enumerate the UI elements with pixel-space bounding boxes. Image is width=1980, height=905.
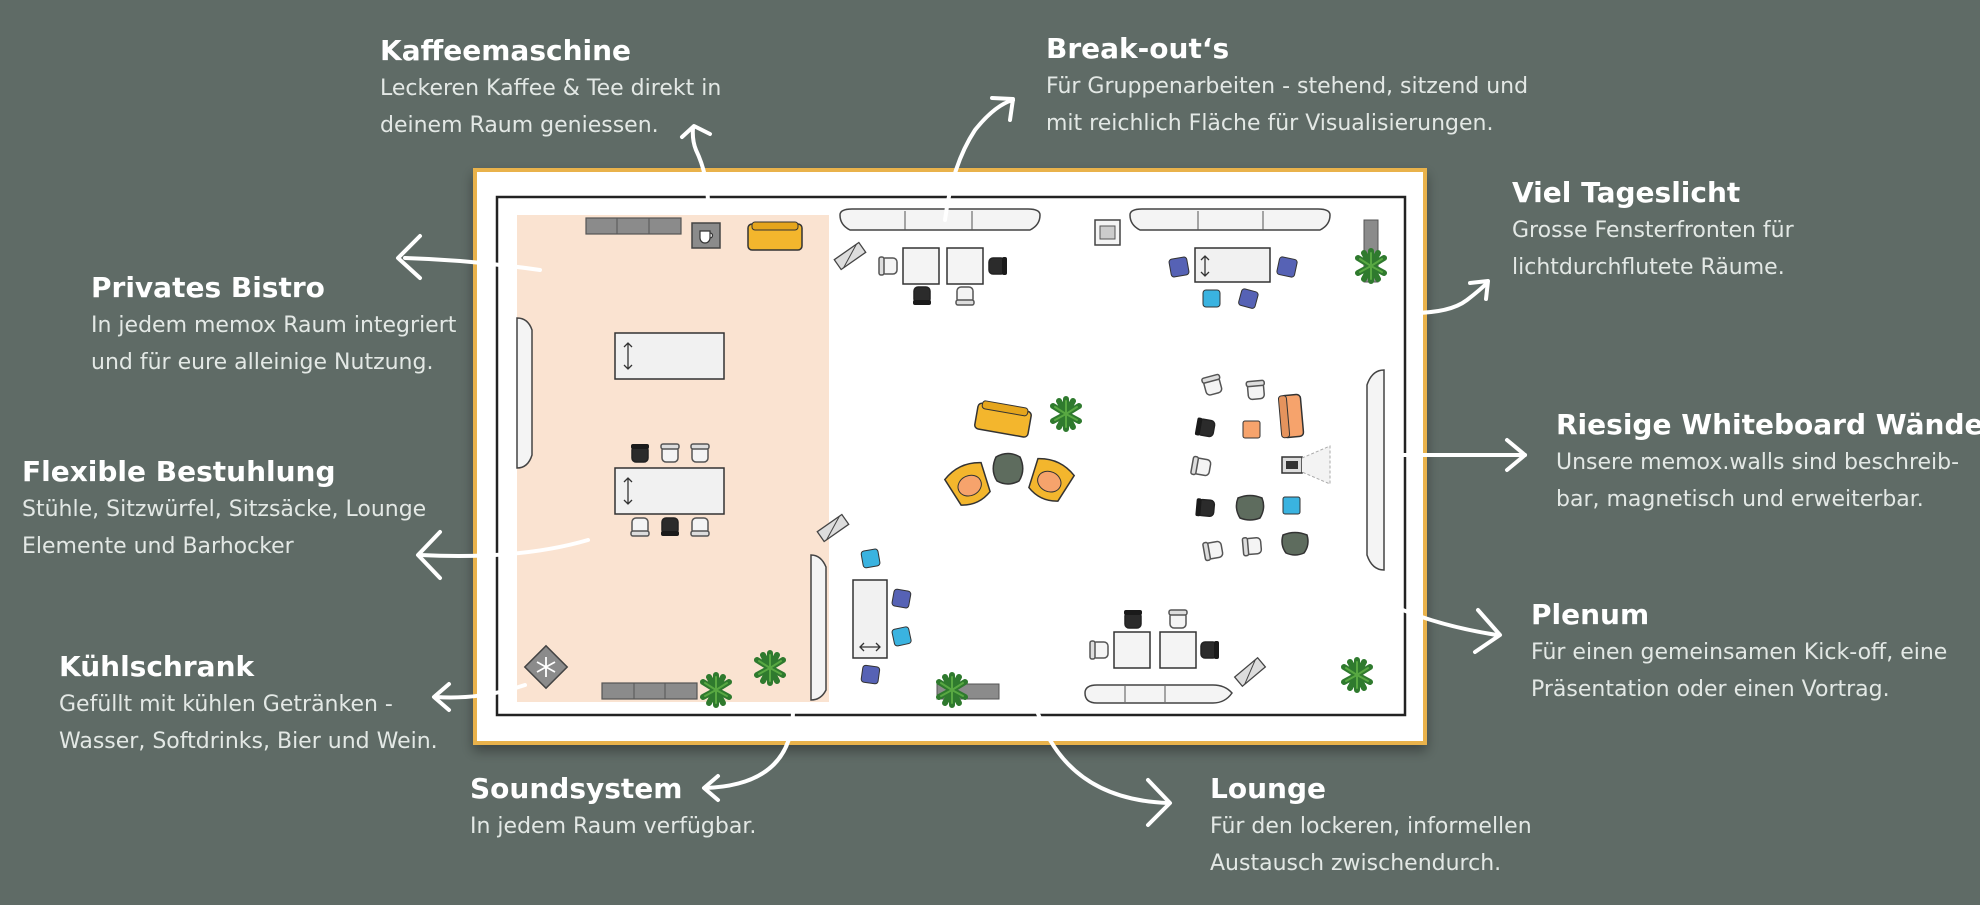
arrow-breakouts-head: [990, 96, 1015, 122]
arrow-kuehlschrank: [434, 683, 527, 700]
label-desc-line: Unsere memox.walls sind beschreib-: [1556, 449, 1960, 475]
bistro-table-bottom: [614, 467, 725, 515]
breakout-bottom-right: [1084, 609, 1370, 704]
arrow-plenum-head: [1473, 608, 1502, 654]
lounge-area: [943, 399, 1079, 506]
label-viel-tageslicht: Viel Tageslicht Grosse Fensterfronten fü…: [1512, 176, 1794, 284]
projector-icon: [1281, 445, 1331, 485]
label-desc-line: deinem Raum geniessen.: [380, 112, 659, 138]
arrow-breakouts: [943, 98, 1015, 222]
label-desc-line: und für eure alleinige Nutzung.: [91, 349, 434, 375]
arrow-kaffeemaschine: [690, 126, 710, 207]
arrow-bestuhlung: [418, 538, 590, 558]
arrow-soundsystem-head: [702, 774, 720, 802]
label-desc-line: Stühle, Sitzwürfel, Sitzsäcke, Lounge: [22, 496, 427, 522]
label-kuehlschrank: Kühlschrank Gefüllt mit kühlen Getränken…: [59, 650, 438, 758]
bistro-table-top: [614, 332, 725, 380]
label-title: Kaffeemaschine: [380, 34, 632, 67]
label-desc-line: lichtdurchflutete Räume.: [1512, 254, 1785, 280]
label-riesige-whiteboard-waende: Riesige Whiteboard Wände Unsere memox.wa…: [1556, 408, 1980, 516]
label-soundsystem: Soundsystem In jedem Raum verfügbar.: [470, 772, 756, 843]
breakout-top-center: [833, 208, 1041, 306]
label-title: Flexible Bestuhlung: [22, 455, 336, 488]
arrow-kuehlschrank-head: [432, 682, 451, 712]
label-break-outs: Break-out‘s Für Gruppenarbeiten - stehen…: [1046, 32, 1528, 140]
label-desc-line: In jedem memox Raum integriert: [91, 312, 457, 338]
label-title: Plenum: [1531, 598, 1650, 631]
label-desc-line: Elemente und Barhocker: [22, 533, 294, 559]
bistro-low-shelf: [601, 682, 698, 700]
arrow-tageslicht-head: [1468, 279, 1490, 301]
bistro-wall-whiteboard: [516, 317, 533, 469]
bistro-sideboard: [585, 217, 682, 235]
label-desc-line: Gefüllt mit kühlen Getränken -: [59, 691, 393, 717]
coffee-machine-icon: [691, 222, 721, 249]
label-title: Soundsystem: [470, 772, 683, 805]
label-desc-line: Präsentation oder einen Vortrag.: [1531, 676, 1890, 702]
label-kaffeemaschine: Kaffeemaschine Leckeren Kaffee & Tee dir…: [380, 34, 721, 142]
annotation-arrows: [396, 96, 1527, 827]
snowflake-fridge-icon: [523, 644, 569, 690]
arrow-lounge-head: [1146, 778, 1172, 827]
breakout-bottom-left: [810, 513, 1000, 705]
breakout-top-right: [1094, 208, 1384, 309]
arrow-lounge: [1006, 518, 1170, 805]
label-privates-bistro: Privates Bistro In jedem memox Raum inte…: [91, 271, 456, 379]
label-desc-line: Für den lockeren, informellen: [1210, 813, 1532, 839]
bistro-sofa: [747, 221, 803, 251]
label-desc-line: Für einen gemeinsamen Kick-off, eine: [1531, 639, 1948, 665]
plenum-whiteboard: [1366, 369, 1385, 571]
label-title: Kühlschrank: [59, 650, 255, 683]
plenum-area: [1189, 369, 1385, 571]
label-lounge: Lounge Für den lockeren, informellen Aus…: [1210, 772, 1532, 880]
label-desc-line: Leckeren Kaffee & Tee direkt in: [380, 75, 722, 101]
label-flexible-bestuhlung: Flexible Bestuhlung Stühle, Sitzwürfel, …: [22, 455, 426, 563]
label-desc-line: Grosse Fensterfronten für: [1512, 217, 1794, 243]
arrow-soundsystem: [703, 710, 795, 790]
arrow-bestuhlung-head: [416, 530, 442, 580]
label-desc-line: Wasser, Softdrinks, Bier und Wein.: [59, 728, 438, 754]
label-title: Privates Bistro: [91, 271, 325, 304]
label-desc-line: Für Gruppenarbeiten - stehend, sitzend u…: [1046, 73, 1529, 99]
arrow-whiteboard-head: [1505, 438, 1527, 472]
arrow-kaffeemaschine-head: [680, 124, 712, 139]
arrow-tageslicht: [1410, 281, 1489, 315]
label-desc-line: bar, magnetisch und erweiterbar.: [1556, 486, 1924, 512]
label-title: Riesige Whiteboard Wände: [1556, 408, 1980, 441]
label-title: Viel Tageslicht: [1512, 176, 1741, 209]
label-plenum: Plenum Für einen gemeinsamen Kick-off, e…: [1531, 598, 1947, 706]
label-title: Lounge: [1210, 772, 1326, 805]
label-desc-line: mit reichlich Fläche für Visualisierunge…: [1046, 110, 1494, 136]
arrow-plenum: [1335, 572, 1499, 637]
arrow-bistro-head: [396, 234, 422, 280]
label-desc-line: Austausch zwischendurch.: [1210, 850, 1502, 876]
arrow-bistro: [403, 256, 542, 272]
label-desc-line: In jedem Raum verfügbar.: [470, 813, 757, 839]
label-title: Break-out‘s: [1046, 32, 1230, 65]
